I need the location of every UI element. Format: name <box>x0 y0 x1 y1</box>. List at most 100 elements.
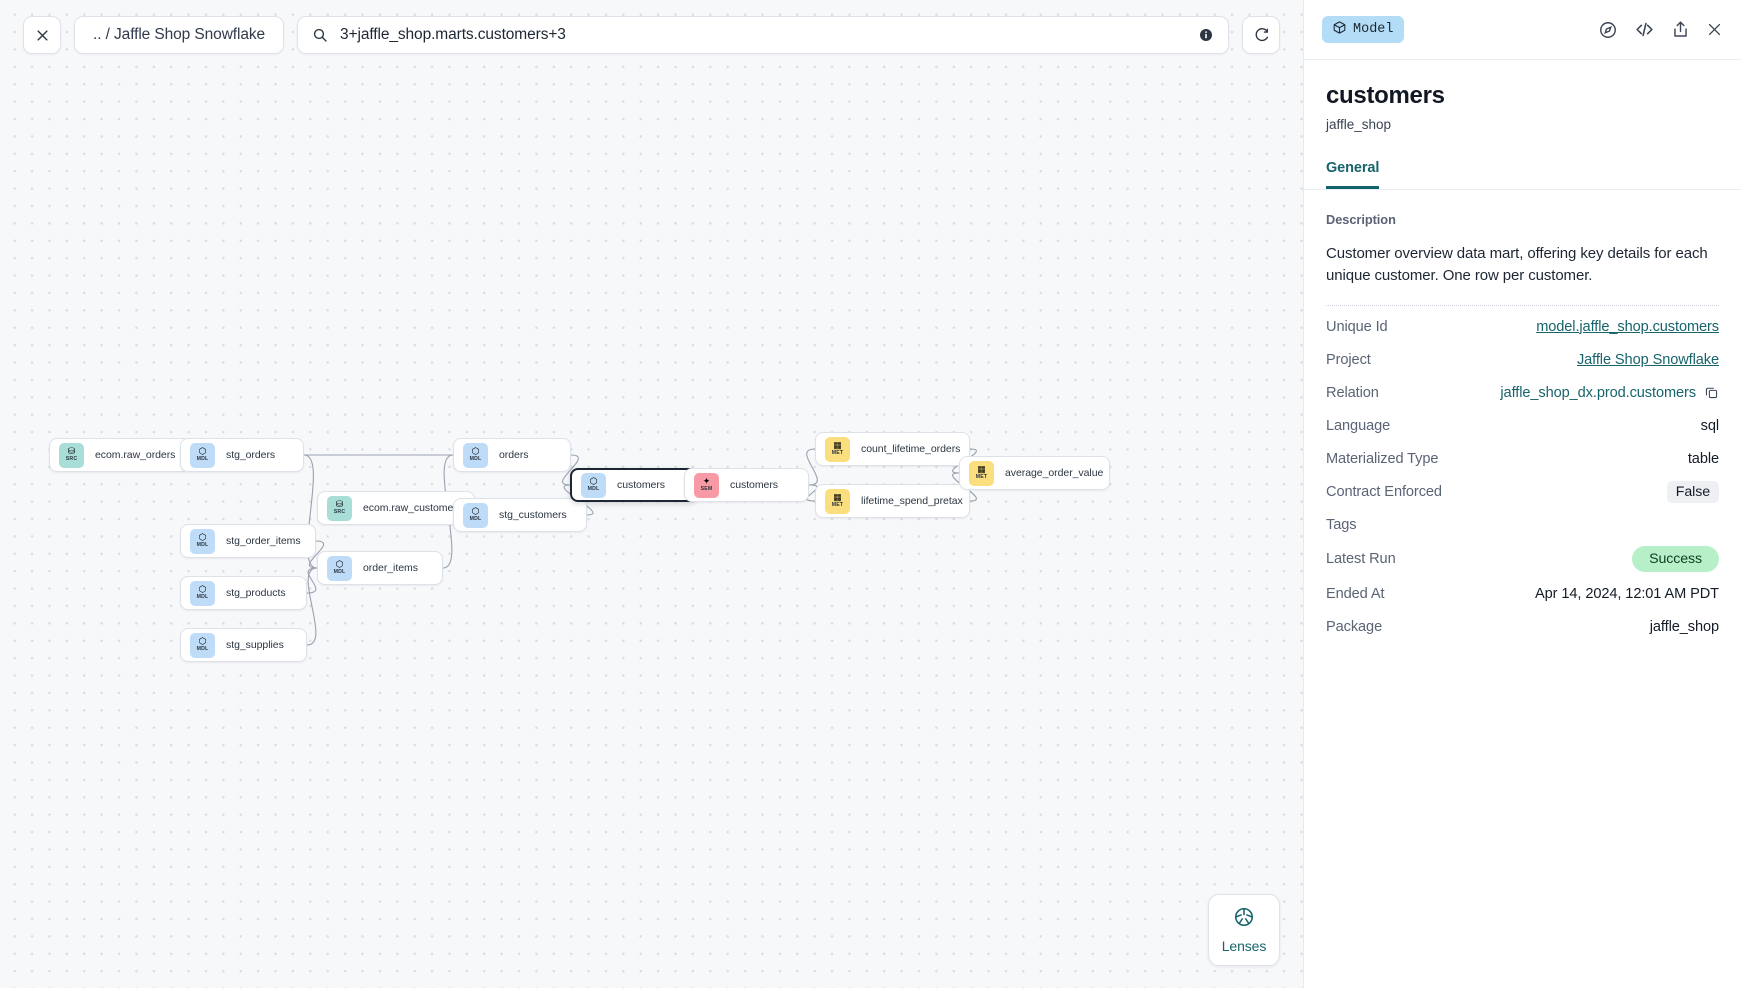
close-panel-icon[interactable] <box>1706 21 1723 38</box>
details-panel-header: Model <box>1304 0 1741 60</box>
description-label: Description <box>1326 212 1396 227</box>
property-value-text: Jaffle Shop Snowflake <box>1576 351 1719 368</box>
section-divider <box>1326 305 1719 307</box>
property-row: Relation jaffle_shop_dx.prod.customers <box>1326 376 1719 409</box>
close-lineage-button[interactable] <box>23 16 61 54</box>
property-key: Package <box>1326 618 1383 635</box>
details-panel-body: Description Customer overview data mart,… <box>1304 190 1741 988</box>
property-value-text: model.jaffle_shop.customers <box>1536 318 1719 335</box>
property-key: Contract Enforced <box>1326 483 1442 500</box>
property-value: Apr 14, 2024, 12:01 AM PDT <box>1535 586 1719 602</box>
details-panel-title-block: customers jaffle_shop <box>1304 60 1741 132</box>
graph-node-ecom_raw_orders[interactable]: ⛁SRC ecom.raw_orders <box>49 438 190 472</box>
resource-type-label: Model <box>1353 22 1394 37</box>
node-kind-icon-mdl: ⬡MDL <box>190 528 215 554</box>
code-icon[interactable] <box>1634 19 1655 40</box>
property-value[interactable]: jaffle_shop_dx.prod.customers <box>1500 385 1719 401</box>
graph-node-ecom_raw_customers[interactable]: ⛁SRC ecom.raw_customers <box>317 491 475 525</box>
graph-node-stg_supplies[interactable]: ⬡MDL stg_supplies <box>180 628 307 662</box>
copy-icon[interactable] <box>1704 385 1719 400</box>
property-value: False <box>1666 480 1719 503</box>
node-label: lifetime_spend_pretax <box>861 495 963 507</box>
aperture-icon <box>1233 906 1255 933</box>
graph-node-customers_mdl[interactable]: ⬡MDL customers <box>570 468 697 502</box>
graph-node-stg_products[interactable]: ⬡MDL stg_products <box>180 576 307 610</box>
close-icon <box>35 28 50 43</box>
resource-type-badge[interactable]: Model <box>1322 16 1404 43</box>
property-value: jaffle_shop <box>1650 619 1719 635</box>
property-row: Materialized Type table <box>1326 442 1719 475</box>
property-row: Unique Id model.jaffle_shop.customers <box>1326 310 1719 343</box>
property-key: Unique Id <box>1326 318 1388 335</box>
property-value: Success <box>1632 546 1719 573</box>
property-value: sql <box>1701 418 1719 434</box>
property-key: Language <box>1326 417 1391 434</box>
page-subtitle: jaffle_shop <box>1326 117 1392 132</box>
refresh-icon <box>1253 27 1270 44</box>
lineage-toolbar: .. / Jaffle Shop Snowflake <box>0 0 1303 70</box>
node-label: stg_products <box>226 587 286 599</box>
refresh-button[interactable] <box>1242 16 1280 54</box>
node-label: stg_orders <box>226 449 276 461</box>
node-kind-icon-src: ⛁SRC <box>327 495 352 521</box>
node-kind-icon-src: ⛁SRC <box>59 442 84 468</box>
property-row: Latest Run Success <box>1326 541 1719 577</box>
node-label: ecom.raw_customers <box>363 502 462 514</box>
node-label: order_items <box>363 562 418 574</box>
node-kind-icon-mdl: ⬡MDL <box>463 502 488 528</box>
property-value-text: table <box>1687 450 1719 467</box>
tab-general[interactable]: General <box>1326 160 1379 189</box>
node-kind-icon-mdl: ⬡MDL <box>190 442 215 468</box>
graph-node-stg_customers[interactable]: ⬡MDL stg_customers <box>453 498 587 532</box>
property-key: Relation <box>1326 384 1379 401</box>
property-value-text: jaffle_shop <box>1649 618 1719 635</box>
lenses-label: Lenses <box>1221 938 1267 954</box>
property-row: Contract Enforced False <box>1326 475 1719 508</box>
lenses-button[interactable]: Lenses <box>1208 894 1280 966</box>
breadcrumb[interactable]: .. / Jaffle Shop Snowflake <box>74 16 285 54</box>
graph-node-order_items[interactable]: ⬡MDL order_items <box>317 551 443 585</box>
details-tabs: General <box>1304 160 1741 190</box>
property-value[interactable]: Jaffle Shop Snowflake <box>1577 352 1719 368</box>
search-input[interactable] <box>340 26 1186 44</box>
panel-header-actions <box>1598 19 1723 40</box>
property-key: Latest Run <box>1326 551 1396 568</box>
node-kind-icon-mdl: ⬡MDL <box>190 632 215 658</box>
property-row: Language sql <box>1326 409 1719 442</box>
property-row: Tags <box>1326 508 1719 541</box>
description-text: Customer overview data mart, offering ke… <box>1326 245 1708 285</box>
node-kind-icon-mdl: ⬡MDL <box>190 580 215 606</box>
status-badge: Success <box>1632 546 1719 573</box>
info-icon[interactable] <box>1198 27 1214 43</box>
graph-node-stg_orders[interactable]: ⬡MDL stg_orders <box>180 438 304 472</box>
property-value-text: jaffle_shop_dx.prod.customers <box>1500 384 1696 401</box>
node-kind-icon-mdl: ⬡MDL <box>327 555 352 581</box>
lineage-search[interactable] <box>297 16 1229 54</box>
compass-icon[interactable] <box>1598 20 1618 40</box>
share-icon[interactable] <box>1671 20 1690 39</box>
property-value-text: sql <box>1700 417 1719 434</box>
property-key: Materialized Type <box>1326 450 1439 467</box>
search-icon <box>312 27 328 43</box>
node-label: stg_customers <box>499 509 567 521</box>
node-label: orders <box>499 449 529 461</box>
property-value[interactable]: model.jaffle_shop.customers <box>1536 319 1719 335</box>
status-badge: False <box>1666 480 1719 503</box>
node-label: customers <box>617 479 665 491</box>
page-title: customers <box>1326 82 1445 109</box>
node-label: stg_supplies <box>226 639 284 651</box>
node-label: ecom.raw_orders <box>95 449 176 461</box>
property-value-text: Apr 14, 2024, 12:01 AM PDT <box>1535 585 1719 602</box>
node-kind-icon-mdl: ⬡MDL <box>581 472 606 498</box>
